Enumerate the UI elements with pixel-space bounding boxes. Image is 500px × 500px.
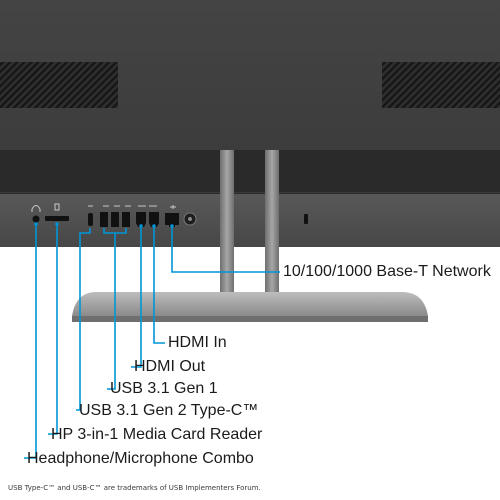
port-panel [0, 193, 500, 247]
stand-post-left [220, 150, 234, 312]
network-callout-line [171, 226, 280, 273]
card-reader-slot [45, 216, 69, 221]
usb-gen1-callout-line [103, 228, 127, 390]
card-reader-callout-line [48, 224, 58, 435]
card-reader-label: HP 3-in-1 Media Card Reader [51, 426, 263, 443]
headphone-jack [32, 215, 40, 223]
left-vent-grille [0, 62, 118, 108]
headphone-combo-label: Headphone/Microphone Combo [27, 450, 254, 467]
usb-gen2-typec-label: USB 3.1 Gen 2 Type-C™ [79, 402, 259, 419]
stand-post-right [265, 150, 279, 312]
usb-a-port-1 [100, 212, 108, 227]
security-lock-slot [304, 214, 308, 224]
rear-speaker-band [0, 150, 500, 192]
stand-base [72, 292, 428, 316]
right-vent-grille [382, 62, 500, 108]
hdmi-out-label: HDMI Out [134, 358, 206, 375]
headphone-callout-line [24, 224, 37, 459]
trademark-footnote: USB Type-C™ and USB-C™ are trademarks of… [8, 484, 261, 492]
card-reader-icon [54, 203, 60, 211]
hdmi-out-port [136, 212, 146, 227]
usb-a-port-2 [111, 212, 119, 227]
usb-gen2-callout-line [76, 228, 91, 411]
hdmi-in-port [149, 212, 159, 227]
usb-type-c-port [88, 213, 93, 226]
ethernet-port [165, 213, 179, 225]
hdmi-out-callout-line [131, 226, 142, 368]
hdmi-in-callout-line [153, 226, 165, 344]
usb-a-port-3 [122, 212, 130, 227]
usb-gen1-label: USB 3.1 Gen 1 [110, 380, 218, 397]
hdmi-in-label: HDMI In [168, 334, 227, 351]
headphone-icon [31, 205, 41, 212]
network-label: 10/100/1000 Base-T Network [283, 263, 491, 280]
